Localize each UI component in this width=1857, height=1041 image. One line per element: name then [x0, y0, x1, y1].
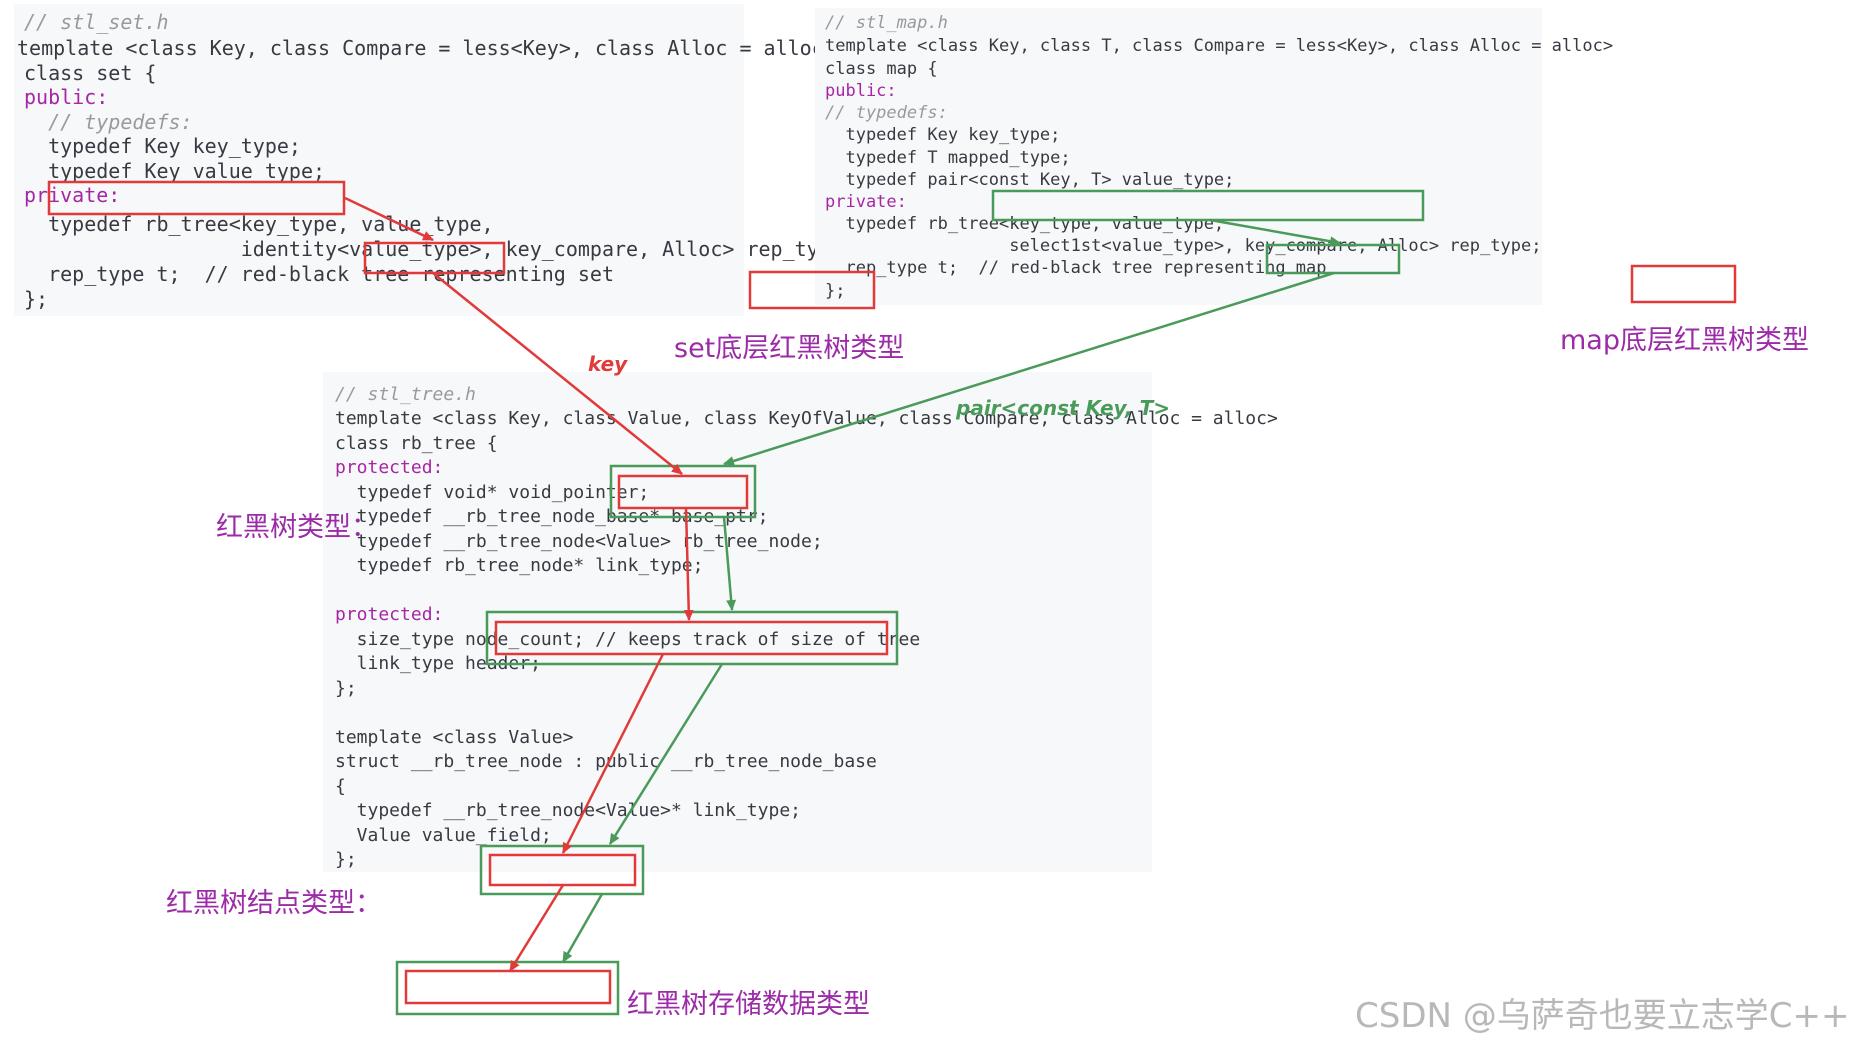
map-close-line: };	[825, 281, 846, 301]
green-arrow-value-to-node	[722, 516, 737, 611]
map-key-type-line: typedef Key key_type;	[825, 125, 1061, 145]
key-arrow-label: key	[588, 352, 628, 376]
set-member-line: rep_type t; // red-black tree representi…	[24, 262, 615, 286]
map-rep-type-box	[1630, 264, 1737, 304]
set-typedefs-comment: // typedefs:	[24, 110, 193, 134]
map-template-line: template <class Key, class T, class Comp…	[825, 36, 1614, 56]
green-arrow-node-template-to-value-field	[561, 893, 604, 963]
set-private-label: private:	[24, 183, 121, 207]
set-code-panel: // stl_set.h template <class Key, class …	[14, 4, 855, 316]
green-arrow-node-to-node-template	[608, 663, 724, 845]
set-value-type-line: typedef Key value_type;	[24, 159, 326, 183]
node-template-line: template <class Value>	[335, 727, 574, 748]
red-arrow-value-to-node	[683, 507, 694, 621]
rb-tree-node-green-box	[485, 610, 899, 666]
map-private-label: private:	[825, 192, 907, 212]
red-arrow-value-type-to-rbtree	[344, 196, 434, 242]
red-arrow-set-to-tree-value	[432, 272, 683, 475]
tree-close-line-1: };	[335, 678, 357, 699]
map-value-type-line: typedef pair<const Key, T> value_type;	[825, 170, 1235, 190]
tree-template-line: template <class Key, class Value, class …	[335, 408, 1278, 429]
green-arrow-value-type-to-rbtree	[1209, 218, 1341, 247]
node-type-caption: 红黑树结点类型：	[166, 888, 382, 919]
tree-class-value-green-box	[609, 464, 757, 519]
tree-rb-tree-node-line: typedef __rb_tree_node<Value> rb_tree_no…	[335, 531, 823, 552]
node-class-value-red-box	[488, 853, 637, 887]
tree-class-line: class rb_tree {	[335, 433, 498, 454]
rb-tree-node-red-box	[494, 620, 889, 656]
set-rbtree-value-type-box	[363, 241, 506, 275]
node-open-brace-line: {	[335, 776, 346, 797]
map-file-comment: // stl_map.h	[825, 13, 948, 33]
value-field-green-box	[395, 960, 620, 1016]
set-class-line: class set {	[24, 61, 157, 85]
map-code-panel: // stl_map.h template <class Key, class …	[815, 8, 1613, 305]
map-class-line: class map {	[825, 59, 938, 79]
node-value-field-line: Value value_field;	[335, 825, 552, 846]
set-rep-type-line: identity<value_type>, key_compare, Alloc…	[24, 237, 855, 261]
node-close-line: };	[335, 849, 357, 870]
tree-protected-label-2: protected:	[335, 604, 444, 625]
tree-protected-label-1: protected:	[335, 457, 444, 478]
set-file-comment: // stl_set.h	[24, 10, 169, 34]
csdn-watermark: CSDN @乌萨奇也要立志学C++	[1355, 996, 1850, 1036]
tree-class-value-red-box	[617, 474, 749, 510]
red-arrow-node-template-to-value-field	[508, 884, 565, 972]
node-link-type-line: typedef __rb_tree_node<Value>* link_type…	[335, 800, 801, 821]
pair-arrow-label: pair<const Key, T>	[956, 396, 1170, 420]
tree-code-panel: // stl_tree.h template <class Key, class…	[323, 372, 1278, 872]
tree-link-type-line: typedef rb_tree_node* link_type;	[335, 555, 704, 576]
map-rbtree-value-type-box	[1265, 243, 1401, 275]
set-caption: set底层红黑树类型	[674, 333, 905, 364]
set-close-line: };	[24, 287, 49, 311]
node-class-value-green-box	[479, 844, 645, 896]
map-value-type-box	[991, 189, 1425, 222]
map-caption: map底层红黑树类型	[1560, 325, 1809, 356]
set-rep-type-box	[748, 270, 876, 310]
set-value-type-box	[47, 180, 346, 216]
tree-void-pointer-line: typedef void* void_pointer;	[335, 482, 650, 503]
value-field-red-box	[404, 969, 612, 1005]
stored-type-caption: 红黑树存储数据类型	[627, 989, 870, 1020]
set-public-label: public:	[24, 85, 109, 109]
map-mapped-type-line: typedef T mapped_type;	[825, 148, 1071, 168]
tree-type-caption: 红黑树类型：	[216, 512, 378, 543]
red-arrow-node-to-node-template	[561, 653, 665, 854]
tree-file-comment: // stl_tree.h	[335, 384, 476, 405]
map-public-label: public:	[825, 81, 897, 101]
set-key-type-line: typedef Key key_type;	[24, 134, 301, 158]
map-typedefs-comment: // typedefs:	[825, 103, 948, 123]
green-arrow-map-to-tree-value	[723, 271, 1335, 466]
